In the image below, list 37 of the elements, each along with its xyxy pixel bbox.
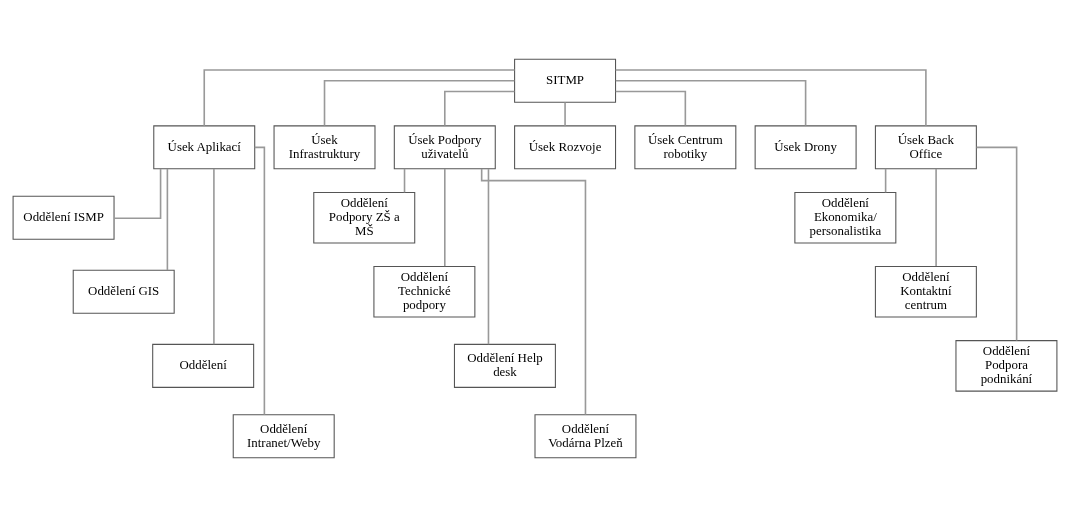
node-box: Oddělení Kontaktní centrum (874, 266, 977, 318)
connector (975, 146, 1018, 342)
node-box: Oddělení Help desk (453, 343, 556, 388)
node-box: Úsek Podpory uživatelů (393, 125, 496, 170)
connector (935, 168, 937, 267)
node-box: Oddělení Vodárna Plzeň (534, 414, 637, 459)
connector (615, 79, 807, 127)
connector (614, 90, 687, 127)
connector (480, 168, 587, 416)
connector (564, 101, 566, 127)
connector (166, 168, 169, 271)
node-box: Úsek Centrum robotiky (634, 125, 737, 170)
node-box: Úsek Back Office (874, 125, 977, 170)
connector (403, 168, 406, 194)
node-box: Oddělení ISMP (12, 195, 115, 240)
node-box: Oddělení Podpory ZŠ a MŠ (313, 191, 416, 244)
connector (487, 168, 490, 346)
node-box: Oddělení Podpora podnikání (955, 340, 1058, 392)
connector (444, 90, 516, 127)
node-box: Oddělení Ekonomika/ personalistika (794, 191, 897, 244)
connector (323, 79, 516, 127)
node-box: Úsek Drony (754, 125, 857, 170)
connector (614, 69, 927, 127)
connector (253, 146, 266, 416)
connector (203, 69, 516, 127)
connector (444, 168, 446, 267)
node-box: Oddělení Technické podpory (373, 266, 476, 318)
node-box: Oddělení Intranet/Weby (232, 414, 335, 459)
node-box: Oddělení GIS (72, 269, 175, 314)
node-box: Úsek Infrastruktury (273, 125, 376, 170)
node-box: Úsek Aplikací (153, 125, 256, 170)
connector (884, 168, 887, 194)
connector (213, 168, 215, 346)
node-box: Úsek Rozvoje (514, 125, 617, 170)
connector (113, 168, 162, 220)
node-box: SITMP (514, 58, 617, 103)
node-box: Oddělení (152, 343, 255, 388)
